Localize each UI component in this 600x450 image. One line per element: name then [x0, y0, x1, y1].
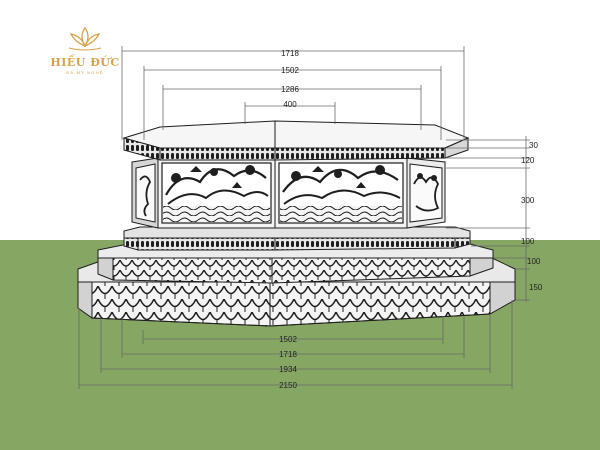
- carved-panel-left: [161, 162, 272, 224]
- dim-top-1718: 1718: [281, 49, 299, 58]
- dim-bottom-1502: 1502: [279, 335, 297, 344]
- dim-bottom-2150: 2150: [279, 381, 297, 390]
- dim-right-300: 300: [521, 196, 535, 205]
- dimension-lines: [78, 46, 530, 389]
- brand-logo: HIẾU ĐỨC ĐÁ MỸ NGHỆ: [50, 26, 119, 75]
- dim-right-100-lower: 100: [527, 257, 541, 266]
- brand-subtitle: ĐÁ MỸ NGHỆ: [66, 70, 103, 75]
- dim-top-1502: 1502: [281, 66, 299, 75]
- plinth-band: [123, 226, 471, 251]
- carved-panel-side-right: [409, 163, 443, 223]
- dim-bottom-1934: 1934: [279, 365, 297, 374]
- dim-right-150: 150: [529, 283, 543, 292]
- main-body: [131, 157, 446, 229]
- dim-top-400: 400: [283, 100, 297, 109]
- carved-panel-right: [278, 162, 404, 224]
- lotus-logo-icon: [68, 26, 102, 51]
- brand-name: HIẾU ĐỨC: [50, 54, 119, 69]
- dim-right-30: 30: [529, 141, 538, 150]
- top-rim: [122, 120, 470, 161]
- dim-right-120: 120: [521, 156, 535, 165]
- dim-bottom-1718: 1718: [279, 350, 297, 359]
- dim-top-1286: 1286: [281, 85, 299, 94]
- dim-right-100-upper: 100: [521, 237, 535, 246]
- carved-panel-side-left: [135, 163, 156, 223]
